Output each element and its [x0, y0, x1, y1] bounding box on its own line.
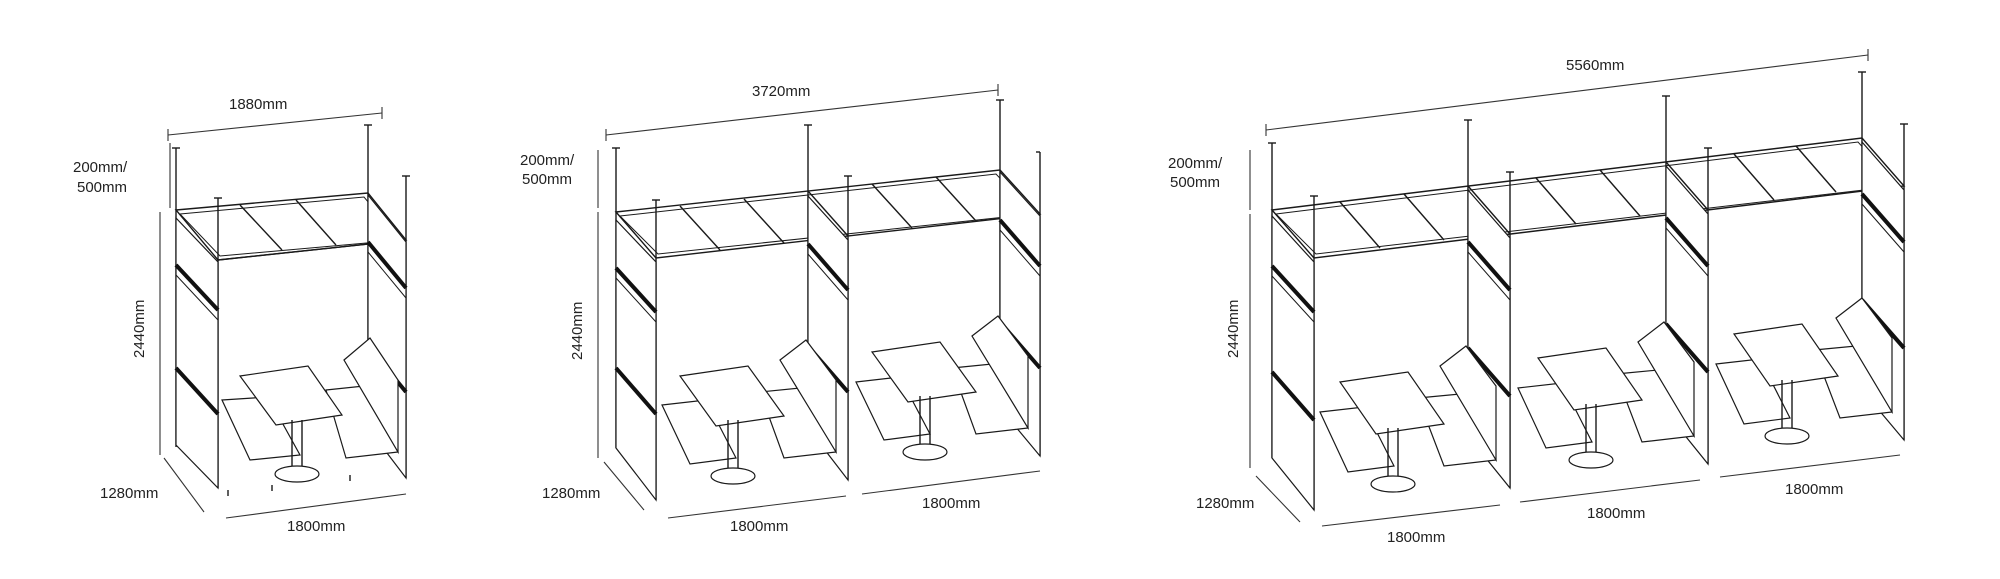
- top-height-label-line1: 200mm/: [1168, 155, 1223, 172]
- depth-label: 1280mm: [1196, 495, 1254, 512]
- seat-width-label-1: 1800mm: [730, 518, 788, 535]
- height-label: 2440mm: [1225, 300, 1242, 358]
- height-dimension: 2440mm: [131, 212, 161, 455]
- booth-triple: 5560mm 200mm/ 500mm 2440mm 1280mm 1800mm…: [1168, 49, 1908, 546]
- seat-width-dimension-2: 1800mm: [1519, 479, 1701, 522]
- overall-width-dimension: 5560mm: [1265, 49, 1869, 136]
- top-height-label-line1: 200mm/: [520, 152, 575, 169]
- booth-frame: [612, 99, 1042, 502]
- seat-width-dimension-3: 1800mm: [1719, 454, 1901, 498]
- seat-width-label-2: 1800mm: [922, 495, 980, 512]
- booth-frame: [1268, 71, 1908, 512]
- height-dimension: 2440mm: [1225, 214, 1251, 468]
- top-height-dimension: 200mm/ 500mm: [73, 143, 171, 208]
- seat-width-dimension-1: 1800mm: [1321, 504, 1501, 546]
- seat-width-label-3: 1800mm: [1785, 481, 1843, 498]
- depth-label: 1280mm: [542, 485, 600, 502]
- height-label: 2440mm: [569, 302, 586, 360]
- overall-width-dimension: 3720mm: [605, 83, 999, 141]
- booth-frame: [172, 124, 410, 496]
- height-label: 2440mm: [131, 300, 148, 358]
- depth-dimension: 1280mm: [542, 461, 645, 511]
- overall-width-label: 3720mm: [752, 83, 810, 100]
- booth-double: 3720mm 200mm/ 500mm 2440mm 1280mm 1800mm…: [520, 83, 1042, 535]
- booth-single: 1880mm 200mm/ 500mm 2440mm 1280mm 1800mm: [73, 96, 410, 535]
- overall-width-label: 1880mm: [229, 96, 287, 113]
- seat-width-label-2: 1800mm: [1587, 505, 1645, 522]
- depth-label: 1280mm: [100, 485, 158, 502]
- depth-dimension: 1280mm: [100, 457, 205, 513]
- depth-dimension: 1280mm: [1196, 475, 1301, 523]
- top-height-label-line2: 500mm: [522, 171, 572, 188]
- top-height-label-line2: 500mm: [1170, 174, 1220, 191]
- top-height-dimension: 200mm/ 500mm: [520, 150, 599, 208]
- seat-width-dimension: 1800mm: [225, 493, 407, 535]
- seat-width-label-1: 1800mm: [1387, 529, 1445, 546]
- height-dimension: 2440mm: [569, 212, 599, 458]
- top-height-dimension: 200mm/ 500mm: [1168, 150, 1251, 210]
- seat-width-dimension-2: 1800mm: [861, 470, 1041, 512]
- seat-width-dimension-1: 1800mm: [667, 495, 847, 535]
- overall-width-label: 5560mm: [1566, 57, 1624, 74]
- seat-width-label: 1800mm: [287, 518, 345, 535]
- overall-width-dimension: 1880mm: [167, 96, 383, 141]
- top-height-label-line1: 200mm/: [73, 159, 128, 176]
- top-height-label-line2: 500mm: [77, 179, 127, 196]
